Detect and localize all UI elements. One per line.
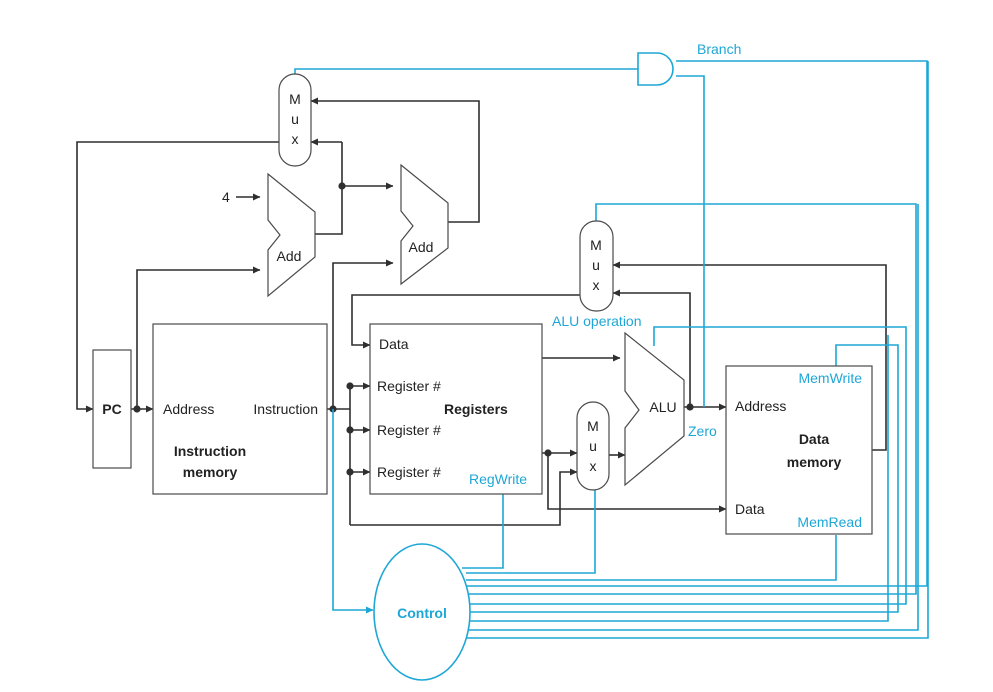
branch-adder-label: Add [409,239,434,255]
alu-mux-letter-m: M [587,418,599,434]
pc-mux-letter-u: u [291,111,299,127]
data-memory[interactable]: MemWrite Address Data memory Data MemRea… [725,365,873,535]
registers-reg-port-2: Register # [377,422,441,438]
alu-operation-label: ALU operation [552,313,642,329]
data-memory-data-port: Data [735,501,765,517]
alu-source-mux[interactable]: M u x [576,401,610,491]
wb-mux-letter-x: x [593,277,600,293]
alu-mux-letter-x: x [590,458,597,474]
instruction-memory-title-1: Instruction [174,443,246,459]
pc-mux-letter-m: M [289,91,301,107]
instruction-memory[interactable]: Address Instruction Instruction memory [152,323,328,495]
wire-add-out [315,142,343,235]
register-file[interactable]: Data Register # Registers Register # Reg… [369,323,543,495]
control-wires [294,60,929,639]
wire-pc-mux-to-pc [76,141,279,413]
branch-and-gate[interactable] [637,52,674,86]
pc-block[interactable]: PC [92,349,132,469]
wire-control-extra-3 [466,61,929,639]
wire-wb-to-reg-data [351,294,580,349]
pc-adder-label: Add [277,248,302,264]
pc-source-mux[interactable]: M u x [278,73,312,167]
wire-instruction-to-control [332,409,374,614]
data-memory-address-port: Address [735,398,786,414]
wire-alusrc [466,489,596,574]
wb-mux-letter-m: M [590,237,602,253]
instruction-memory-address-port: Address [163,401,214,417]
wire-zero-to-and [676,75,705,407]
wire-alu-operation [466,326,907,605]
constant-four: 4 [222,189,230,205]
data-memory-title-2: memory [787,454,842,470]
wire-pc-to-add [136,266,261,409]
wire-memread [466,535,837,581]
memwrite-label: MemWrite [798,370,862,386]
registers-reg-port-1: Register # [377,378,441,394]
instruction-memory-title-2: memory [183,464,238,480]
pc-label: PC [102,401,121,417]
wire-alu-to-wb-mux [612,289,691,407]
wire-regwrite [462,494,504,569]
wire-memwrite [466,344,899,613]
wire-imm-to-alu-mux [350,468,578,526]
pc-mux-letter-x: x [292,131,299,147]
alu-zero-label: Zero [688,423,717,439]
wire-reg-data2-to-mem [547,453,727,513]
data-memory-title-1: Data [799,431,830,447]
wire-mem-to-wb-mux [612,261,887,451]
branch-adder[interactable]: Add [400,163,449,286]
alu-label: ALU [649,399,676,415]
wire-branch-to-and [466,60,928,587]
regwrite-label: RegWrite [469,471,527,487]
alu[interactable]: ALU Zero [624,331,717,487]
wire-memtoreg-select [466,203,917,595]
registers-title: Registers [444,401,508,417]
wire-and-to-mux-select [294,68,638,74]
wire-branch-add-to-mux [310,97,480,223]
pc-adder[interactable]: Add [267,172,316,298]
junction-dots [133,182,694,476]
control-label: Control [397,605,447,621]
wire-control-extra-2 [469,204,919,631]
alu-mux-letter-u: u [589,438,597,454]
control-unit[interactable]: Control [373,543,471,681]
registers-reg-port-3: Register # [377,464,441,480]
registers-data-port: Data [379,336,409,352]
wire-imm-to-branch-add [332,259,394,409]
wire-control-extra-1 [469,335,889,622]
wb-mux-letter-u: u [592,257,600,273]
instruction-memory-instruction-port: Instruction [253,401,318,417]
memread-label: MemRead [797,514,862,530]
branch-label: Branch [697,41,741,57]
writeback-mux[interactable]: M u x [579,220,614,312]
